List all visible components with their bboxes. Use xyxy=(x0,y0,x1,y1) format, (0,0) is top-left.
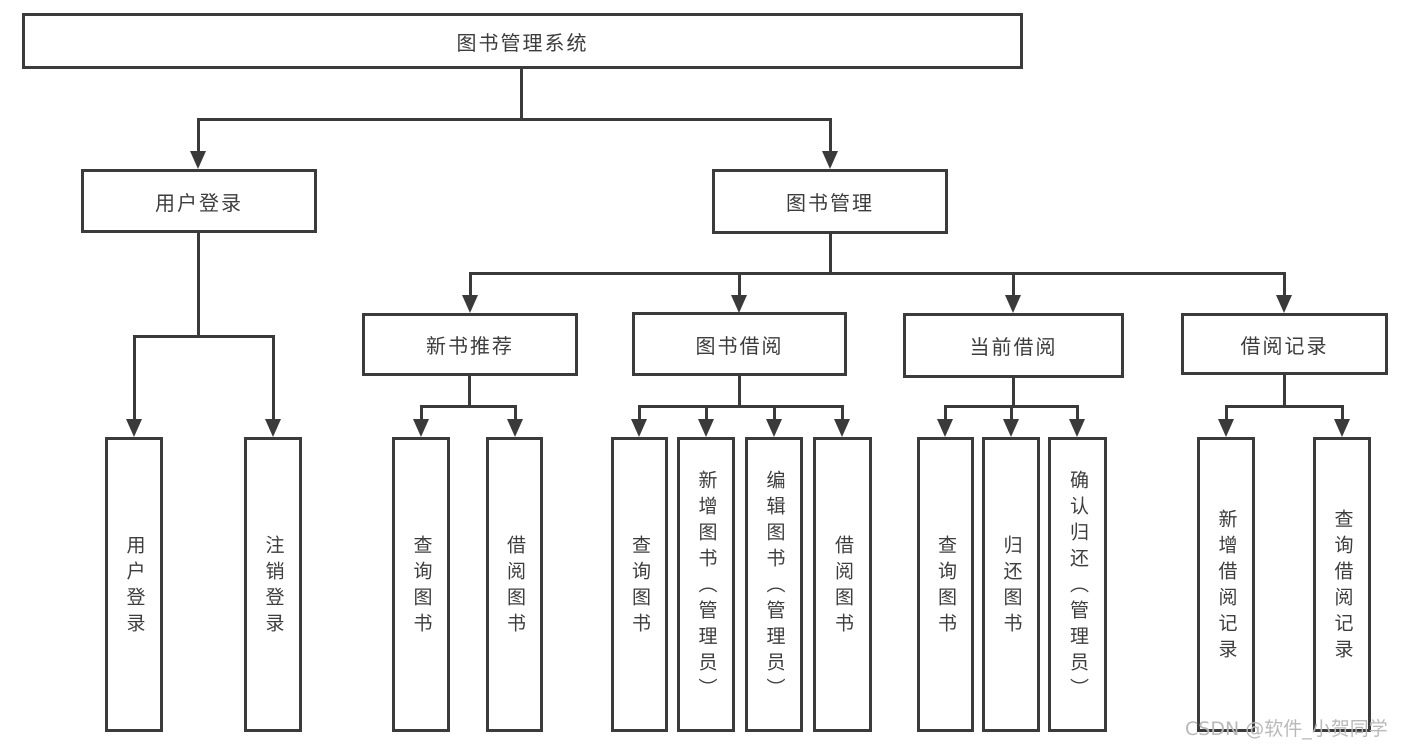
arrow-down-icon xyxy=(766,419,782,437)
node-current-borrowing: 当前借阅 xyxy=(903,313,1124,378)
connector-line xyxy=(773,405,776,419)
connector-line xyxy=(738,272,741,295)
arrow-down-icon xyxy=(1218,419,1234,437)
connector-line xyxy=(1012,378,1015,407)
node-user-login: 用户登录 xyxy=(81,169,317,233)
connector-line xyxy=(197,118,832,121)
leaf-borrow-books-recommend: 借阅图书 xyxy=(486,437,543,732)
connector-line xyxy=(1225,405,1344,408)
node-borrow-records: 借阅记录 xyxy=(1181,313,1388,375)
connector-line xyxy=(272,335,275,419)
arrow-down-icon xyxy=(631,419,647,437)
connector-line xyxy=(841,405,844,419)
arrow-down-icon xyxy=(731,295,747,313)
connector-line xyxy=(738,376,741,407)
arrow-down-icon xyxy=(1276,295,1292,313)
connector-line xyxy=(638,405,641,419)
arrow-down-icon xyxy=(190,151,206,169)
node-book-borrowing: 图书借阅 xyxy=(632,312,847,376)
leaf-query-books-borrowing: 查询图书 xyxy=(611,437,668,732)
leaf-return-books: 归还图书 xyxy=(982,437,1040,732)
leaf-confirm-return-admin: 确认归还（管理员） xyxy=(1048,437,1107,732)
arrow-down-icon xyxy=(265,419,281,437)
connector-line xyxy=(944,405,947,419)
leaf-add-borrow-record: 新增借阅记录 xyxy=(1197,437,1255,732)
leaf-user-login: 用户登录 xyxy=(105,437,163,732)
connector-line xyxy=(1012,272,1015,295)
connector-line xyxy=(420,405,517,408)
connector-line xyxy=(197,233,200,337)
connector-line xyxy=(1076,405,1079,419)
arrow-down-icon xyxy=(126,419,142,437)
arrow-down-icon xyxy=(1334,419,1350,437)
connector-line xyxy=(520,69,523,120)
connector-line xyxy=(469,272,472,295)
leaf-add-books-admin: 新增图书（管理员） xyxy=(677,437,735,732)
node-root-library-system: 图书管理系统 xyxy=(22,13,1023,69)
arrow-down-icon xyxy=(462,295,478,313)
node-new-book-recommend: 新书推荐 xyxy=(362,313,578,376)
connector-line xyxy=(197,118,200,151)
arrow-down-icon xyxy=(834,419,850,437)
leaf-query-borrow-record: 查询借阅记录 xyxy=(1313,437,1371,732)
leaf-query-books-recommend: 查询图书 xyxy=(392,437,450,732)
arrow-down-icon xyxy=(937,419,953,437)
arrow-down-icon xyxy=(1069,419,1085,437)
connector-line xyxy=(1010,405,1013,419)
leaf-logout: 注销登录 xyxy=(244,437,302,732)
connector-line xyxy=(133,335,275,338)
connector-line xyxy=(514,405,517,419)
arrow-down-icon xyxy=(1003,419,1019,437)
connector-line xyxy=(1225,405,1228,419)
connector-line xyxy=(1341,405,1344,419)
node-book-management: 图书管理 xyxy=(712,169,948,234)
connector-line xyxy=(420,405,423,419)
connector-line xyxy=(829,118,832,151)
arrow-down-icon xyxy=(413,419,429,437)
leaf-edit-books-admin: 编辑图书（管理员） xyxy=(745,437,803,732)
arrow-down-icon xyxy=(507,419,523,437)
connector-line xyxy=(133,335,136,419)
connector-line xyxy=(468,376,471,407)
arrow-down-icon xyxy=(698,419,714,437)
connector-line xyxy=(829,234,832,274)
leaf-query-books-current: 查询图书 xyxy=(917,437,974,732)
connector-line xyxy=(638,405,844,408)
connector-line xyxy=(1283,272,1286,295)
connector-line xyxy=(469,272,1286,275)
leaf-borrow-books-borrowing: 借阅图书 xyxy=(813,437,872,732)
connector-line xyxy=(705,405,708,419)
arrow-down-icon xyxy=(822,151,838,169)
csdn-watermark: CSDN @软件_小贺同学 xyxy=(1185,718,1388,740)
connector-line xyxy=(1283,375,1286,407)
arrow-down-icon xyxy=(1005,295,1021,313)
